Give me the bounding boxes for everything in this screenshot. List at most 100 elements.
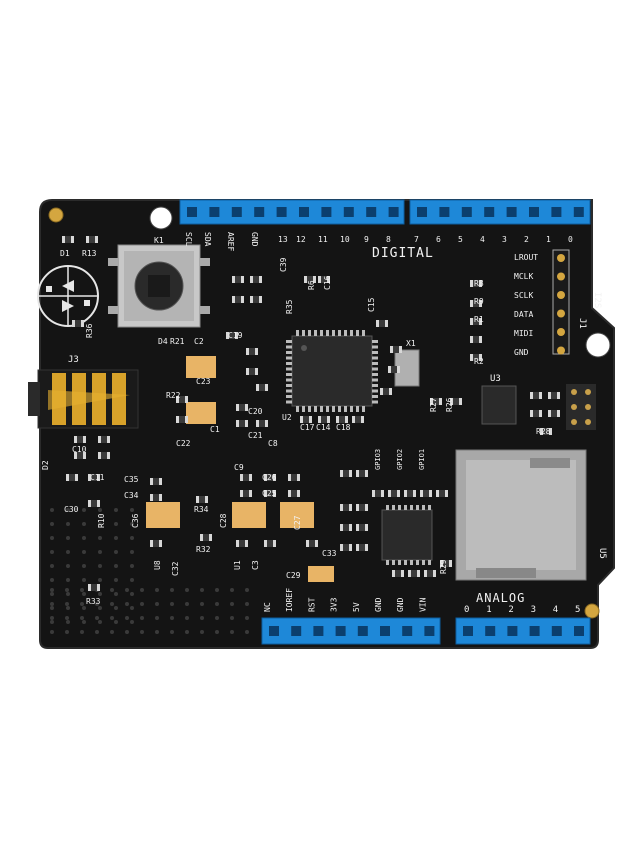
smd-part (74, 452, 86, 459)
smd-part (86, 236, 98, 243)
smd-part (304, 276, 316, 283)
power-pin-label: 5V (352, 602, 361, 612)
bottom-header-analog (455, 617, 591, 645)
smd-part (74, 436, 86, 443)
designator-r8: R8 (474, 279, 484, 288)
analog-pin-number: 5 (575, 605, 580, 615)
analog-pin-number: 1 (486, 605, 491, 615)
power-pin-label: NC (263, 602, 272, 612)
designator-r29: R29 (439, 559, 448, 574)
designator-c14: C14 (316, 423, 331, 432)
i2s-signal-label: DATA (514, 310, 533, 319)
top-pin-label: 5 (458, 235, 463, 244)
codec-chip-u2 (286, 330, 378, 412)
smd-part (232, 276, 244, 283)
top-pin-label: GND (250, 232, 259, 247)
smd-part (388, 366, 400, 373)
analog-pin-number: 2 (508, 605, 513, 615)
top-pin-label: 8 (386, 235, 391, 244)
designator-c29: C29 (286, 571, 301, 580)
top-header-right (409, 199, 591, 225)
power-pin-label: 3V3 (330, 597, 339, 612)
designator-c2: C2 (194, 337, 204, 346)
smd-part (390, 346, 402, 353)
analog-label: ANALOG (476, 591, 525, 605)
top-pin-label: 4 (480, 235, 485, 244)
designator-c34: C34 (124, 491, 139, 500)
designator-d1: D1 (60, 249, 70, 258)
top-header-left (179, 199, 405, 225)
top-pin-label: 9 (364, 235, 369, 244)
smd-part (250, 276, 262, 283)
capacitor-c29 (308, 566, 334, 582)
smd-part (200, 534, 212, 541)
smd-part (264, 540, 276, 547)
designator-r27: R27 (429, 397, 438, 412)
mounting-hole-top-left (48, 207, 64, 223)
designator-c33: C33 (322, 549, 337, 558)
analog-pin-number: 4 (553, 605, 558, 615)
designator-c30: C30 (64, 505, 79, 514)
i2s-signal-label: LROUT (514, 253, 538, 262)
designator-c21: C21 (248, 431, 263, 440)
smd-part (336, 416, 348, 423)
top-pin-label: 6 (436, 235, 441, 244)
top-pin-label: 11 (318, 235, 328, 244)
designator-r2: R2 (474, 357, 484, 366)
i2s-signal-label: MCLK (514, 272, 533, 281)
smd-part (318, 416, 330, 423)
audio-jack-j3 (28, 369, 139, 429)
mounting-hole-top (149, 206, 173, 230)
j1-label: J1 (577, 318, 587, 329)
designator-d4: D4 (158, 337, 168, 346)
via-grid (50, 508, 249, 634)
designator-c22: C22 (176, 439, 191, 448)
mounting-hole-right (585, 332, 611, 358)
designator-c3: C3 (251, 560, 260, 570)
smd-part (352, 416, 364, 423)
top-pin-label: AREF (226, 232, 235, 251)
designator-c1: C1 (210, 425, 220, 434)
smd-part (150, 494, 162, 501)
smd-part (88, 474, 100, 481)
smd-part (240, 474, 252, 481)
i2s-header-label: I2S (592, 292, 602, 308)
x1-label: X1 (406, 339, 416, 348)
smd-part (306, 540, 318, 547)
smd-part (236, 404, 248, 411)
designator-r22: R22 (166, 391, 181, 400)
designator-r36: R36 (85, 323, 94, 338)
smd-part (176, 416, 188, 423)
smd-part (470, 336, 482, 343)
designator-r21: R21 (170, 337, 185, 346)
gpio-label: GPIO3 (374, 449, 382, 470)
smd-part (236, 420, 248, 427)
smd-part (98, 452, 110, 459)
smd-part (356, 544, 368, 551)
smd-part (430, 398, 442, 405)
designator-c8: C8 (268, 439, 278, 448)
smd-part (440, 560, 452, 567)
capacitor-c1 (186, 402, 216, 424)
smd-part (246, 368, 258, 375)
designator-c35: C35 (124, 475, 139, 484)
smd-part (388, 490, 400, 497)
smd-part (450, 398, 462, 405)
smd-part (88, 500, 100, 507)
smd-part (376, 320, 388, 327)
smd-part (530, 410, 542, 417)
smd-part (256, 420, 268, 427)
smd-part (424, 570, 436, 577)
designator-c11: C11 (90, 473, 105, 482)
top-pin-label: 3 (502, 235, 507, 244)
designator-c19: C19 (228, 331, 243, 340)
designator-c10: C10 (72, 445, 87, 454)
designator-c16: C16 (323, 275, 332, 290)
designator-c17: C17 (300, 423, 315, 432)
sd-card-slot-u5 (455, 449, 587, 581)
